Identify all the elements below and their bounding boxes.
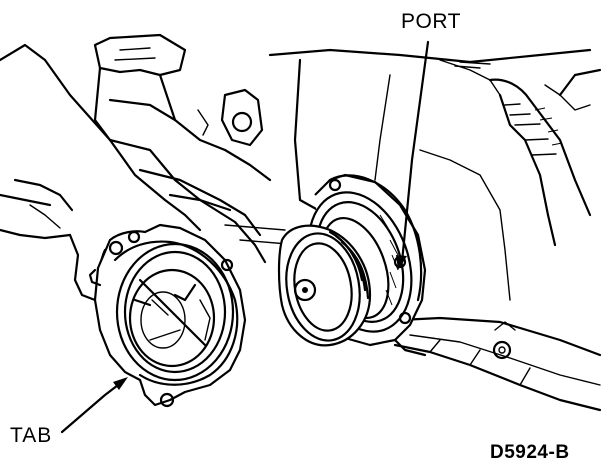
upper-brackets	[93, 33, 301, 264]
port-leader-line	[400, 40, 430, 264]
port-callout-label: PORT	[401, 10, 461, 33]
tab-callout-label: TAB	[10, 424, 53, 447]
water-pump-body	[88, 223, 247, 408]
frame-rail	[393, 316, 602, 412]
port-arrowhead	[396, 255, 407, 270]
tab-arrowhead	[113, 377, 128, 390]
leader-lines	[60, 40, 430, 434]
engine-block	[268, 48, 602, 301]
pump-pulley	[277, 173, 427, 357]
tab-leader-line	[60, 380, 124, 434]
figure-code-label: D5924-B	[490, 442, 570, 463]
